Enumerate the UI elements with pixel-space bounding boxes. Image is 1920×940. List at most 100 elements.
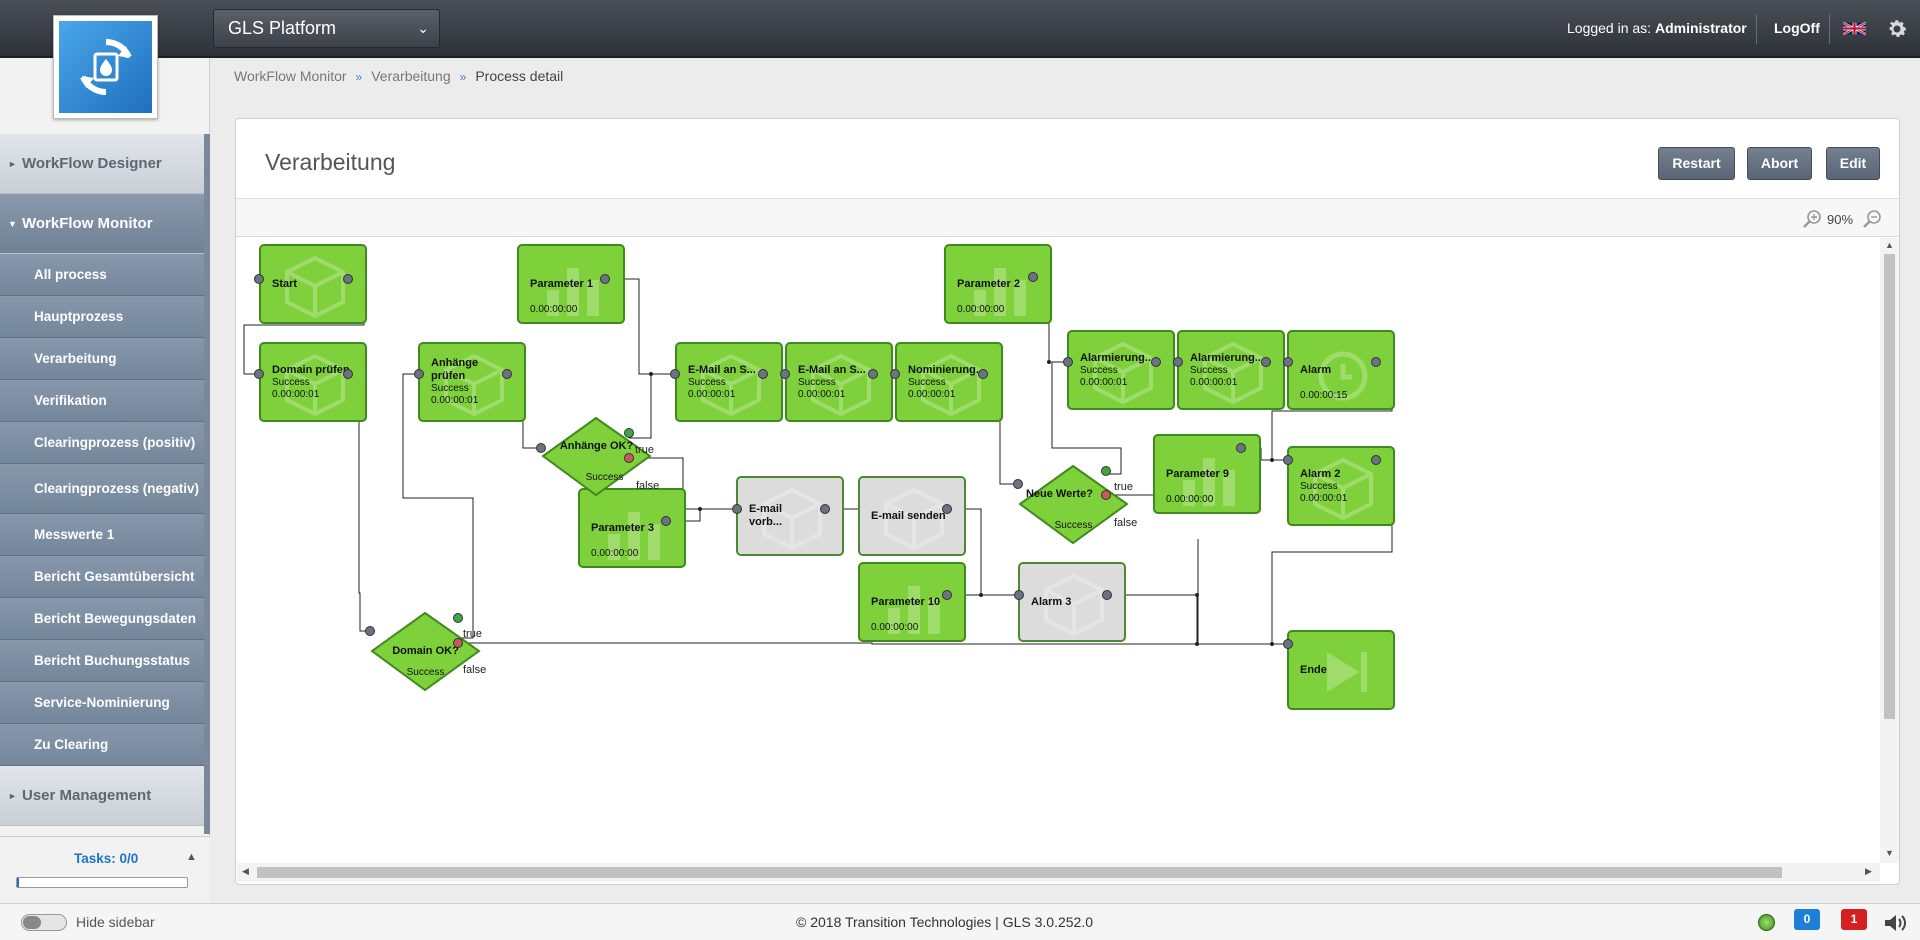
node-port[interactable] (1371, 455, 1381, 465)
restart-button[interactable]: Restart (1658, 147, 1735, 180)
node-port[interactable] (942, 504, 952, 514)
workflow-decision-anhaenge-ok[interactable]: Anhänge OK? Success (541, 416, 652, 497)
node-port[interactable] (502, 369, 512, 379)
platform-select[interactable]: GLS Platform ⌄ (213, 9, 440, 48)
node-port[interactable] (1371, 357, 1381, 367)
workflow-node-alarm-3[interactable]: Alarm 3 (1018, 562, 1126, 642)
workflow-node-start[interactable]: Start (259, 244, 367, 324)
node-port[interactable] (890, 369, 900, 379)
node-port[interactable] (661, 516, 671, 526)
node-port[interactable] (1283, 639, 1293, 649)
workflow-node-parameter-10[interactable]: Parameter 10 0.00:00:00 (858, 562, 966, 642)
decision-port-true[interactable] (1101, 466, 1111, 476)
hide-sidebar-label[interactable]: Hide sidebar (76, 914, 155, 930)
alerts-badge[interactable]: 1 (1841, 909, 1867, 930)
decision-port-in[interactable] (536, 443, 546, 453)
sidebar-item-clearing-positiv[interactable]: Clearingprozess (positiv) (0, 422, 204, 464)
node-port[interactable] (343, 369, 353, 379)
decision-port-false[interactable] (453, 638, 463, 648)
uk-flag-icon[interactable] (1843, 20, 1866, 37)
node-port[interactable] (942, 590, 952, 600)
canvas-vertical-scrollbar[interactable]: ▲ ▼ (1880, 238, 1899, 863)
scroll-down-icon[interactable]: ▼ (1885, 848, 1894, 858)
scroll-left-icon[interactable]: ◀ (242, 866, 249, 876)
edit-button[interactable]: Edit (1826, 147, 1880, 180)
sidebar-section-user-management[interactable]: ► User Management (0, 766, 204, 826)
logoff-link[interactable]: LogOff (1774, 20, 1820, 36)
sidebar-section-workflow-designer[interactable]: ► WorkFlow Designer (0, 134, 204, 194)
speaker-icon[interactable] (1883, 912, 1909, 934)
scrollbar-thumb[interactable] (257, 867, 1782, 878)
node-port[interactable] (1283, 357, 1293, 367)
sidebar-item-verarbeitung[interactable]: Verarbeitung (0, 338, 204, 380)
node-port[interactable] (868, 369, 878, 379)
breadcrumb-workflow-monitor[interactable]: WorkFlow Monitor (234, 68, 347, 84)
sidebar-section-workflow-monitor[interactable]: ▼ WorkFlow Monitor (0, 194, 204, 254)
workflow-node-ende[interactable]: Ende (1287, 630, 1395, 710)
scroll-up-icon[interactable]: ▲ (1885, 240, 1894, 250)
sidebar-item-hauptprozess[interactable]: Hauptprozess (0, 296, 204, 338)
node-port[interactable] (1261, 357, 1271, 367)
node-port[interactable] (254, 274, 264, 284)
node-port[interactable] (1236, 443, 1246, 453)
node-port[interactable] (343, 274, 353, 284)
node-port[interactable] (732, 504, 742, 514)
node-port[interactable] (1173, 357, 1183, 367)
node-port[interactable] (414, 369, 424, 379)
decision-port-true[interactable] (453, 613, 463, 623)
hide-sidebar-toggle[interactable] (21, 914, 67, 931)
decision-port-in[interactable] (1013, 479, 1023, 489)
caret-up-icon[interactable]: ▲ (186, 851, 197, 863)
sidebar-item-bericht-gesamtuebersicht[interactable]: Bericht Gesamtübersicht (0, 556, 204, 598)
workflow-node-parameter-2[interactable]: Parameter 2 0.00:00:00 (944, 244, 1052, 324)
workflow-decision-domain-ok[interactable]: Domain OK? Success (370, 611, 481, 692)
workflow-decision-neue-werte[interactable]: Neue Werte? Success (1018, 464, 1129, 545)
node-port[interactable] (670, 369, 680, 379)
scrollbar-thumb[interactable] (1884, 254, 1895, 719)
messages-badge[interactable]: 0 (1794, 909, 1820, 930)
decision-port-true[interactable] (624, 428, 634, 438)
node-port[interactable] (978, 369, 988, 379)
sidebar-item-all-process[interactable]: All process (0, 254, 204, 296)
zoom-in-icon[interactable] (1802, 209, 1822, 229)
breadcrumb-verarbeitung[interactable]: Verarbeitung (371, 68, 451, 84)
zoom-out-icon[interactable] (1862, 209, 1882, 229)
node-port[interactable] (1063, 357, 1073, 367)
node-port[interactable] (1014, 590, 1024, 600)
logo[interactable] (53, 15, 158, 119)
sidebar-item-verifikation[interactable]: Verifikation (0, 380, 204, 422)
sidebar-item-bericht-bewegungsdaten[interactable]: Bericht Bewegungsdaten (0, 598, 204, 640)
decision-port-false[interactable] (1101, 490, 1111, 500)
abort-button[interactable]: Abort (1747, 147, 1812, 180)
decision-port-false[interactable] (624, 453, 634, 463)
node-port[interactable] (780, 369, 790, 379)
sidebar-scrollbar[interactable] (204, 134, 210, 834)
sidebar-item-messwerte-1[interactable]: Messwerte 1 (0, 514, 204, 556)
sidebar-item-bericht-buchungsstatus[interactable]: Bericht Buchungsstatus (0, 640, 204, 682)
node-port[interactable] (820, 504, 830, 514)
sidebar-item-clearing-negativ[interactable]: Clearingprozess (negativ) (0, 464, 204, 514)
node-port[interactable] (1102, 590, 1112, 600)
node-port[interactable] (1283, 455, 1293, 465)
workflow-node-parameter-3[interactable]: Parameter 3 0.00:00:00 (578, 488, 686, 568)
canvas-horizontal-scrollbar[interactable]: ◀ ▶ (237, 863, 1880, 882)
node-port[interactable] (758, 369, 768, 379)
node-port[interactable] (254, 369, 264, 379)
tasks-label[interactable]: Tasks: 0/0 (74, 851, 139, 866)
workflow-node-alarm[interactable]: Alarm 0.00:00:15 (1287, 330, 1395, 410)
scroll-right-icon[interactable]: ▶ (1865, 866, 1872, 876)
workflow-node-email-vorb[interactable]: E-mail vorb... (736, 476, 844, 556)
workflow-node-parameter-1[interactable]: Parameter 1 0.00:00:00 (517, 244, 625, 324)
gear-icon[interactable] (1885, 17, 1909, 41)
workflow-node-email-senden[interactable]: E-mail senden (858, 476, 966, 556)
node-port[interactable] (1028, 272, 1038, 282)
node-port[interactable] (1151, 357, 1161, 367)
